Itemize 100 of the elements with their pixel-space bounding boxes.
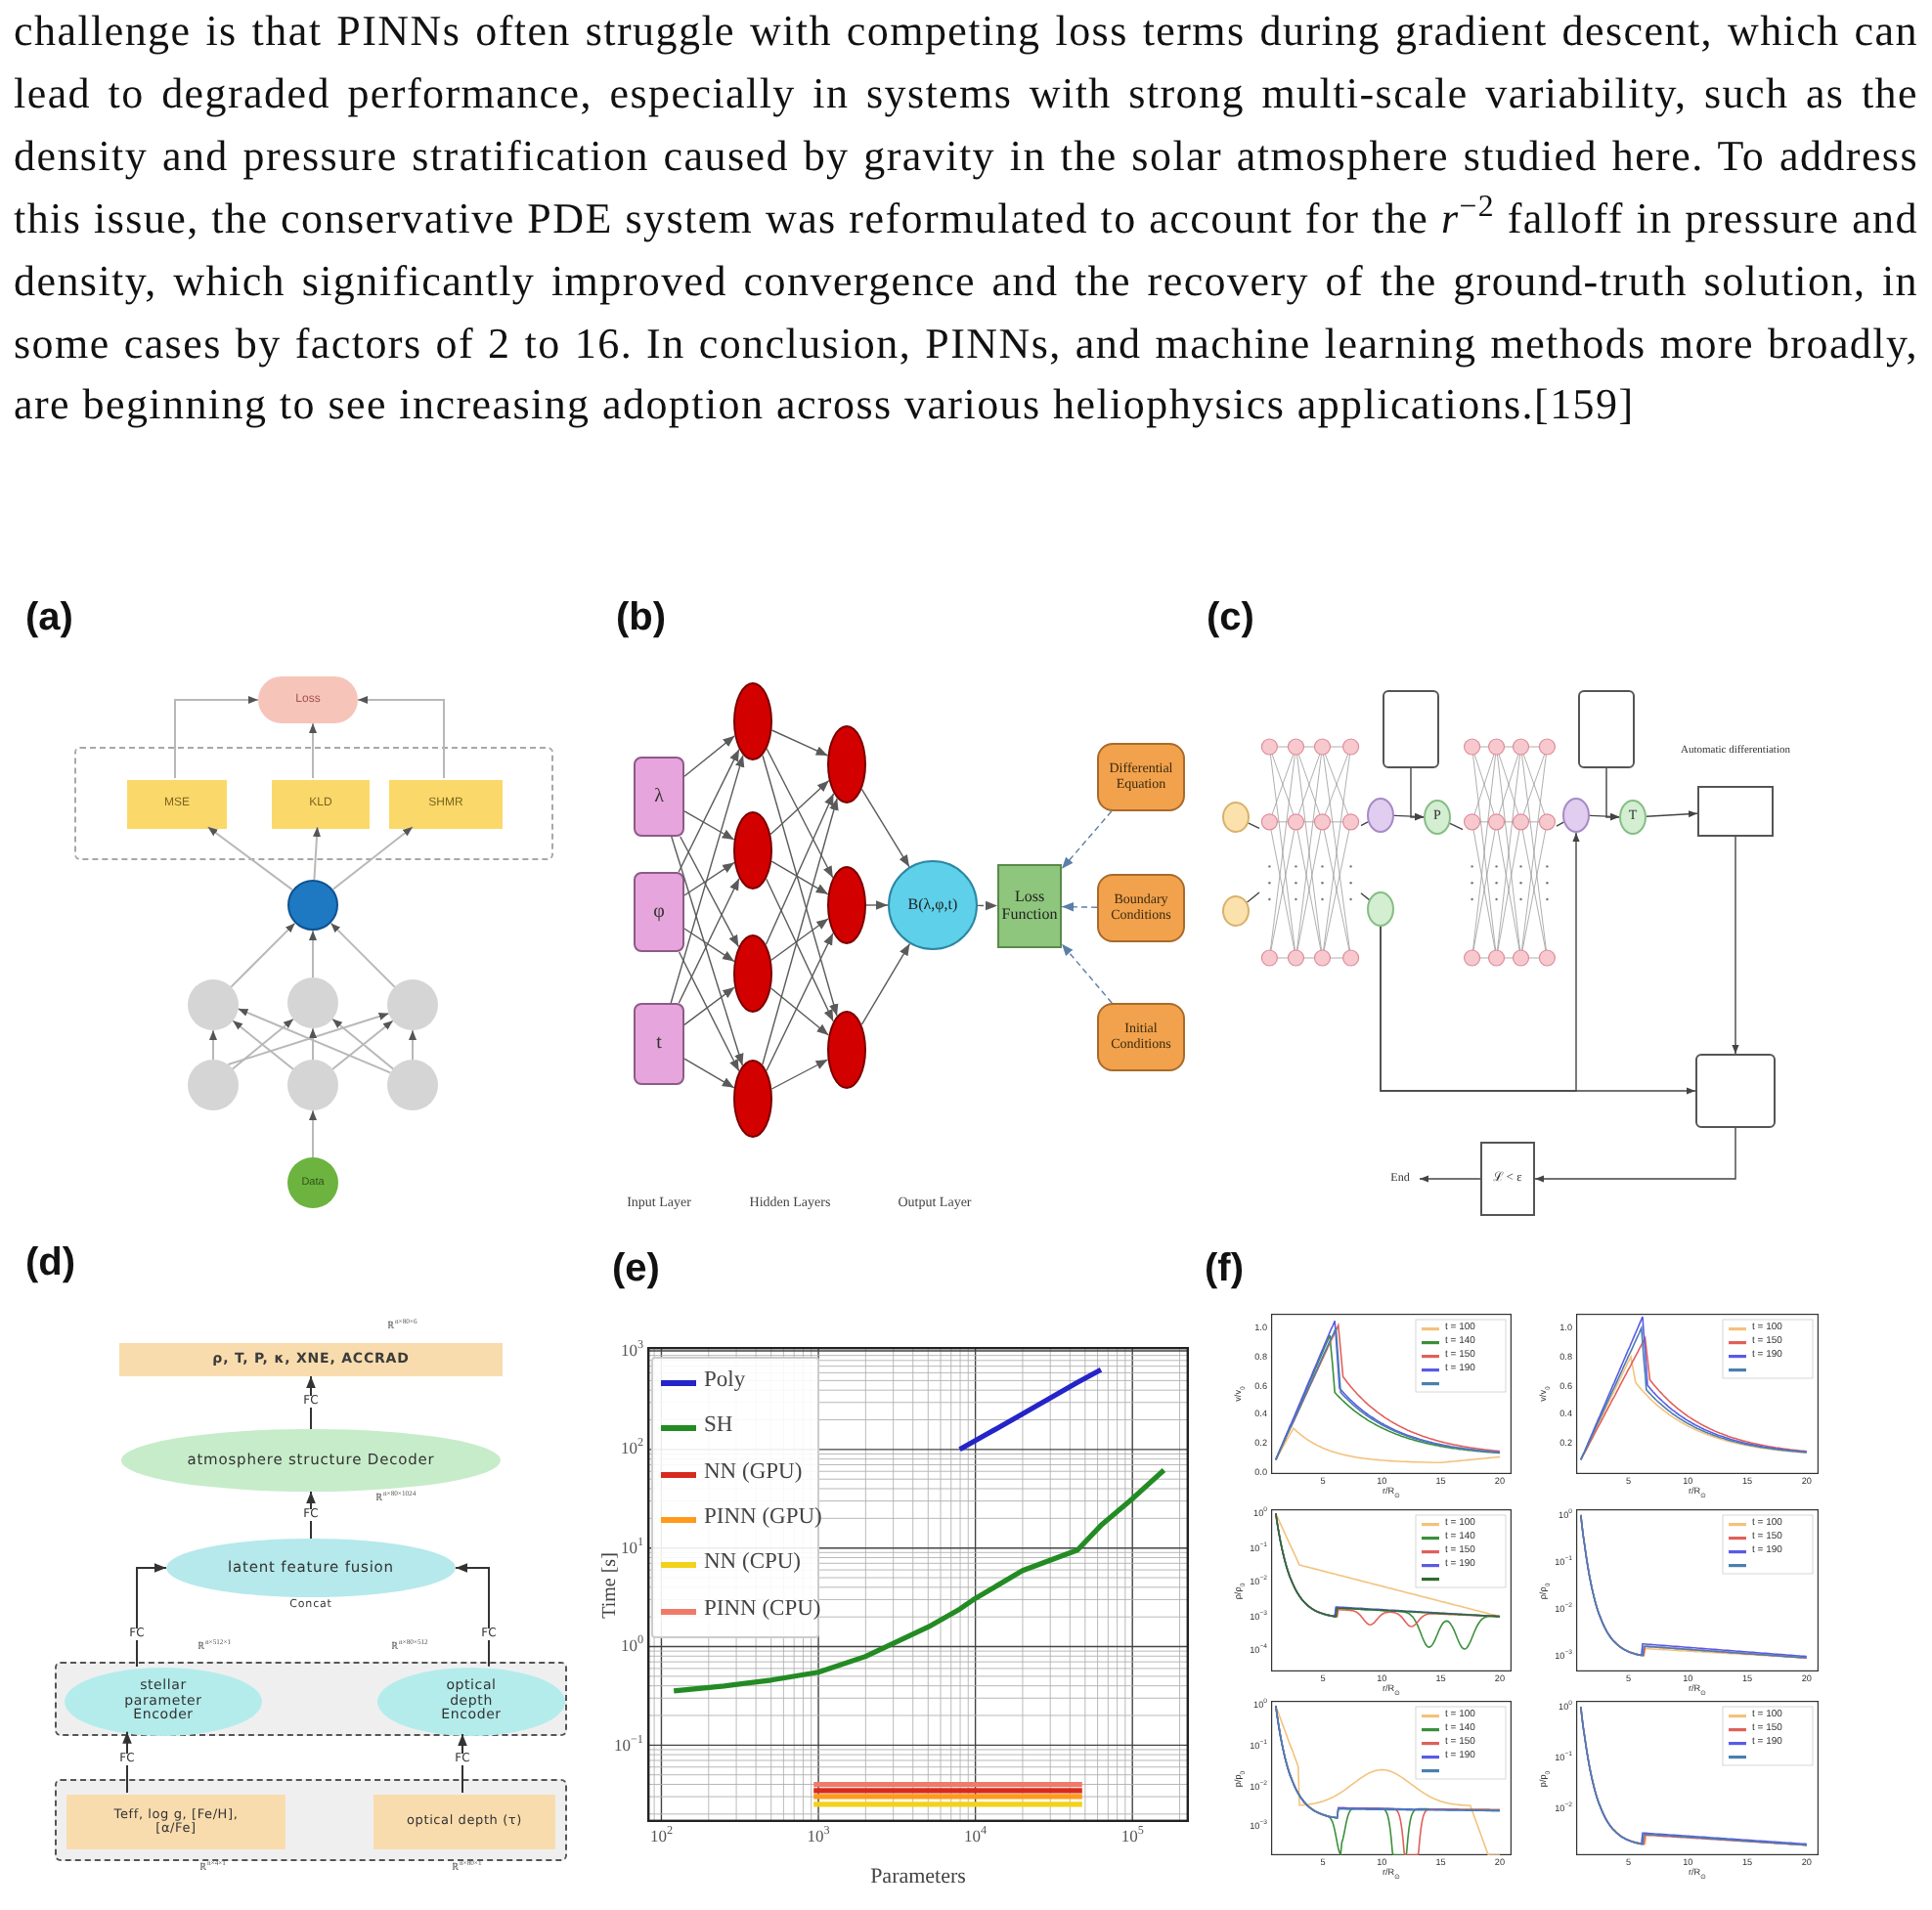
arrow	[766, 933, 834, 1071]
dashed-group-frame	[55, 1662, 567, 1736]
output-circle: B(λ,φ,t)	[888, 860, 978, 950]
connector-line	[1246, 891, 1260, 903]
arrow	[309, 930, 317, 978]
arrow	[174, 696, 259, 779]
tick-label: 10$^{0}$	[620, 1637, 643, 1656]
arrow	[671, 836, 744, 1066]
arrow	[766, 878, 834, 1022]
tick-label: 10$^{5}$	[1120, 1828, 1144, 1846]
panel-label: (a)	[25, 596, 73, 639]
tick-label: 10$^{2}$	[620, 1440, 643, 1459]
arrow	[357, 696, 445, 779]
dashed-arrow	[1061, 810, 1113, 870]
network-diagram	[1259, 735, 1361, 970]
tick-label: 10$^{−1}$	[613, 1736, 643, 1755]
tick-label: 10$^{3}$	[807, 1828, 830, 1846]
arrow	[313, 826, 321, 881]
neuron-ellipse	[827, 1011, 866, 1089]
formula-box	[1578, 690, 1635, 768]
arrow	[1589, 812, 1620, 820]
arrow	[865, 900, 889, 910]
output-circle	[1562, 798, 1590, 833]
neuron-ellipse	[733, 1060, 772, 1138]
arrow	[683, 986, 735, 1026]
arrow	[762, 798, 839, 1065]
dashed-arrow	[1061, 943, 1113, 1004]
neuron-ellipse	[733, 682, 772, 760]
arrow	[762, 755, 839, 1017]
arrow	[331, 826, 414, 890]
arrow	[309, 1109, 317, 1158]
arrow	[678, 878, 740, 1004]
formula-box	[1383, 690, 1439, 768]
arrow	[860, 942, 911, 1025]
tick-label: 10$^{3}$	[620, 1341, 643, 1361]
arrow	[1534, 1127, 1736, 1183]
neuron-circle	[287, 1060, 338, 1110]
variable-circle	[1367, 891, 1394, 927]
connector-line	[1360, 892, 1370, 901]
arrow	[227, 1012, 390, 1065]
arrow	[765, 793, 835, 945]
arrow	[329, 922, 396, 988]
input-box: t	[634, 1003, 684, 1085]
arrow	[1410, 767, 1425, 821]
loss-function-box: Loss Function	[997, 864, 1062, 948]
dashed-arrow	[977, 900, 998, 911]
arrow	[678, 748, 740, 873]
formula-box	[1695, 1054, 1776, 1128]
arrow	[770, 860, 829, 895]
dashed-group-frame	[74, 747, 553, 860]
arrow	[455, 1563, 490, 1668]
neuron-circle	[188, 979, 239, 1030]
arrow	[237, 1008, 392, 1074]
arrow	[683, 1058, 735, 1089]
arrow	[1393, 812, 1425, 820]
tick-label: 10$^{4}$	[964, 1828, 988, 1846]
arrow	[209, 1029, 217, 1061]
arrow	[1419, 1175, 1481, 1183]
arrow	[683, 861, 735, 896]
arrow	[683, 735, 736, 777]
arrow	[769, 779, 830, 836]
input-circle	[1222, 802, 1250, 833]
output-neuron	[287, 880, 338, 931]
arrow	[678, 951, 740, 1072]
legend-label: Poly	[704, 1368, 746, 1392]
arrow	[770, 1059, 829, 1090]
panel-label: (d)	[25, 1241, 76, 1284]
arrow	[1732, 836, 1739, 1055]
network-diagram	[1463, 735, 1557, 970]
arrow	[122, 1730, 132, 1794]
arrow	[409, 1029, 417, 1061]
neuron-ellipse	[827, 725, 866, 803]
arrow	[1605, 767, 1620, 821]
dashed-arrow	[1061, 902, 1098, 912]
arrow	[683, 810, 735, 841]
neuron-ellipse	[827, 866, 866, 944]
connector-line	[1360, 821, 1369, 827]
axis-label: Parameters	[870, 1865, 966, 1889]
panel-label: (f)	[1205, 1247, 1244, 1290]
panel-label: (c)	[1207, 596, 1254, 639]
arrow	[306, 1375, 316, 1430]
connector-line	[1449, 822, 1464, 831]
arrow	[680, 836, 740, 948]
neuron-circle	[387, 1060, 438, 1110]
neuron-ellipse	[733, 811, 772, 890]
arrow	[770, 729, 829, 757]
arrow	[1380, 926, 1696, 1095]
arrow	[860, 788, 910, 868]
arrow	[766, 748, 834, 879]
arrow	[230, 922, 296, 988]
connector-line	[1248, 822, 1260, 830]
panel-label: (b)	[616, 596, 667, 639]
input-box: λ	[634, 757, 684, 837]
legend-label: PINN (CPU)	[704, 1596, 821, 1620]
arrow	[309, 1027, 317, 1061]
connector-line	[1556, 821, 1564, 827]
input-circle	[1222, 895, 1250, 927]
arrow	[769, 987, 830, 1036]
arrow	[670, 754, 745, 1004]
dashed-group-frame	[55, 1779, 567, 1861]
